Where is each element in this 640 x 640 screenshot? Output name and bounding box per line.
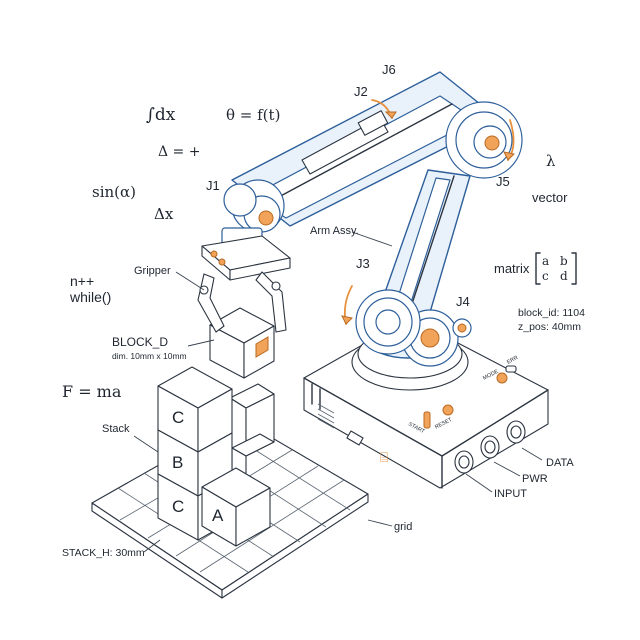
piston bbox=[301, 110, 389, 175]
integral-symbol: ∫dx bbox=[146, 105, 176, 125]
start-switch[interactable] bbox=[423, 411, 431, 429]
gripper-label: Gripper bbox=[134, 265, 171, 277]
block-stack: C B C A bbox=[157, 366, 275, 547]
matrix-cell-b: b bbox=[560, 254, 568, 268]
wrist-gripper bbox=[197, 227, 291, 333]
delta-equation: Δ = + bbox=[158, 144, 200, 160]
upper-arm bbox=[223, 71, 523, 233]
block-upper-label: C bbox=[172, 408, 184, 427]
block-front-a: A bbox=[201, 467, 271, 547]
rotation-arrows bbox=[341, 99, 516, 325]
delta-x-symbol: Δx bbox=[154, 205, 174, 223]
arm-assy-label: Arm Assy. bbox=[310, 225, 359, 237]
z-pos-label: z_pos: 40mm bbox=[518, 321, 581, 333]
pwr-port-label: PWR bbox=[522, 473, 548, 485]
joint-label-j3: J3 bbox=[356, 256, 370, 271]
block-d bbox=[209, 307, 275, 379]
port-input[interactable] bbox=[454, 450, 474, 474]
force-equation: F = ma bbox=[62, 382, 122, 401]
vector-label: vector bbox=[532, 190, 568, 205]
leader-lines bbox=[133, 231, 543, 553]
matrix-label: matrix bbox=[494, 261, 530, 276]
joint-j5-pulley bbox=[445, 101, 523, 179]
matrix-cell-c: c bbox=[542, 269, 549, 283]
theta-formula: θ = f(t) bbox=[226, 106, 280, 124]
block-middle-label: B bbox=[172, 453, 183, 472]
joint-label-j1: J1 bbox=[206, 178, 220, 193]
joint-j3-motor bbox=[355, 289, 421, 355]
port-pwr[interactable] bbox=[480, 435, 500, 459]
lambda-symbol: λ bbox=[546, 152, 556, 170]
input-port-label: INPUT bbox=[494, 488, 527, 500]
increment-code: n++ bbox=[70, 273, 94, 289]
joint-j1 bbox=[223, 179, 285, 233]
block-id-label: block_id: 1104 bbox=[518, 307, 585, 319]
joint-label-j4: J4 bbox=[456, 294, 470, 309]
matrix-cell-d: d bbox=[560, 269, 568, 283]
matrix: matrix a b c d bbox=[494, 252, 577, 285]
joint-labels: J1 J2 J3 J4 J5 J6 bbox=[206, 62, 510, 309]
block-lower-label: C bbox=[172, 497, 184, 516]
callouts: Arm Assy. Gripper BLOCK_D dim. 10mm x 10… bbox=[62, 225, 585, 559]
grid-label: grid bbox=[394, 521, 412, 533]
reset-button[interactable] bbox=[442, 404, 454, 416]
joint-label-j2: J2 bbox=[354, 84, 368, 99]
block-front-label: A bbox=[212, 506, 224, 525]
lower-arm bbox=[355, 169, 472, 367]
data-port-label: DATA bbox=[546, 457, 574, 469]
loop-code: while() bbox=[69, 289, 111, 305]
mode-switch[interactable] bbox=[496, 372, 508, 384]
math-symbols: ∫dx θ = f(t) Δ = + sin(α) Δx n++ while()… bbox=[62, 105, 577, 401]
matrix-cell-a: a bbox=[542, 254, 549, 268]
joint-label-j5: J5 bbox=[496, 174, 510, 189]
port-data[interactable] bbox=[506, 420, 526, 444]
sine-symbol: sin(α) bbox=[92, 183, 136, 201]
block-d-label: BLOCK_D bbox=[112, 335, 168, 349]
joint-label-j6: J6 bbox=[382, 62, 396, 77]
stack-label: Stack bbox=[102, 423, 130, 435]
stack-height-label: STACK_H: 30mm bbox=[62, 547, 145, 559]
err-label: ERR bbox=[506, 355, 519, 366]
logo-mark: ⌸ bbox=[380, 449, 388, 465]
block-dim-label: dim. 10mm x 10mm bbox=[112, 351, 187, 361]
